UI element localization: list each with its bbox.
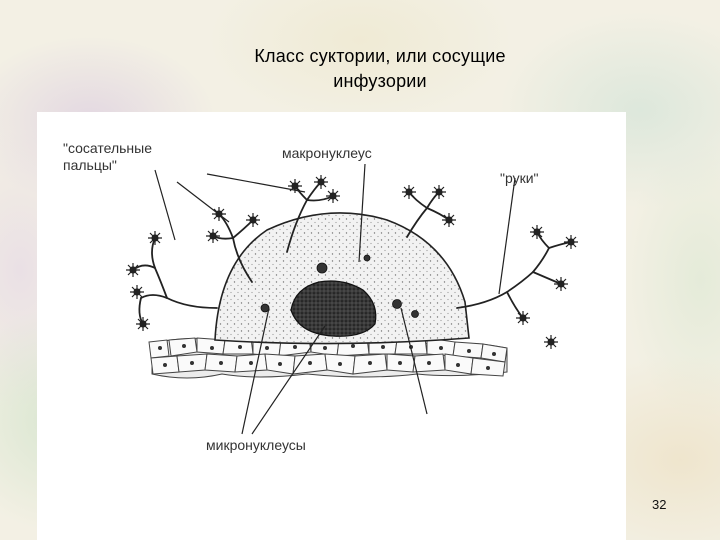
slide-title: Класс суктории, или сосущие инфузории xyxy=(160,44,600,94)
label-micronuclei: микронуклеусы xyxy=(206,437,306,454)
label-suction-fingers: "сосательные пальцы" xyxy=(63,140,152,174)
suctoria-figure: "сосательные пальцы" макронуклеус "руки"… xyxy=(37,112,626,540)
page-number: 32 xyxy=(652,497,666,512)
label-arms: "руки" xyxy=(500,170,539,187)
label-macronucleus: макронуклеус xyxy=(282,145,372,162)
